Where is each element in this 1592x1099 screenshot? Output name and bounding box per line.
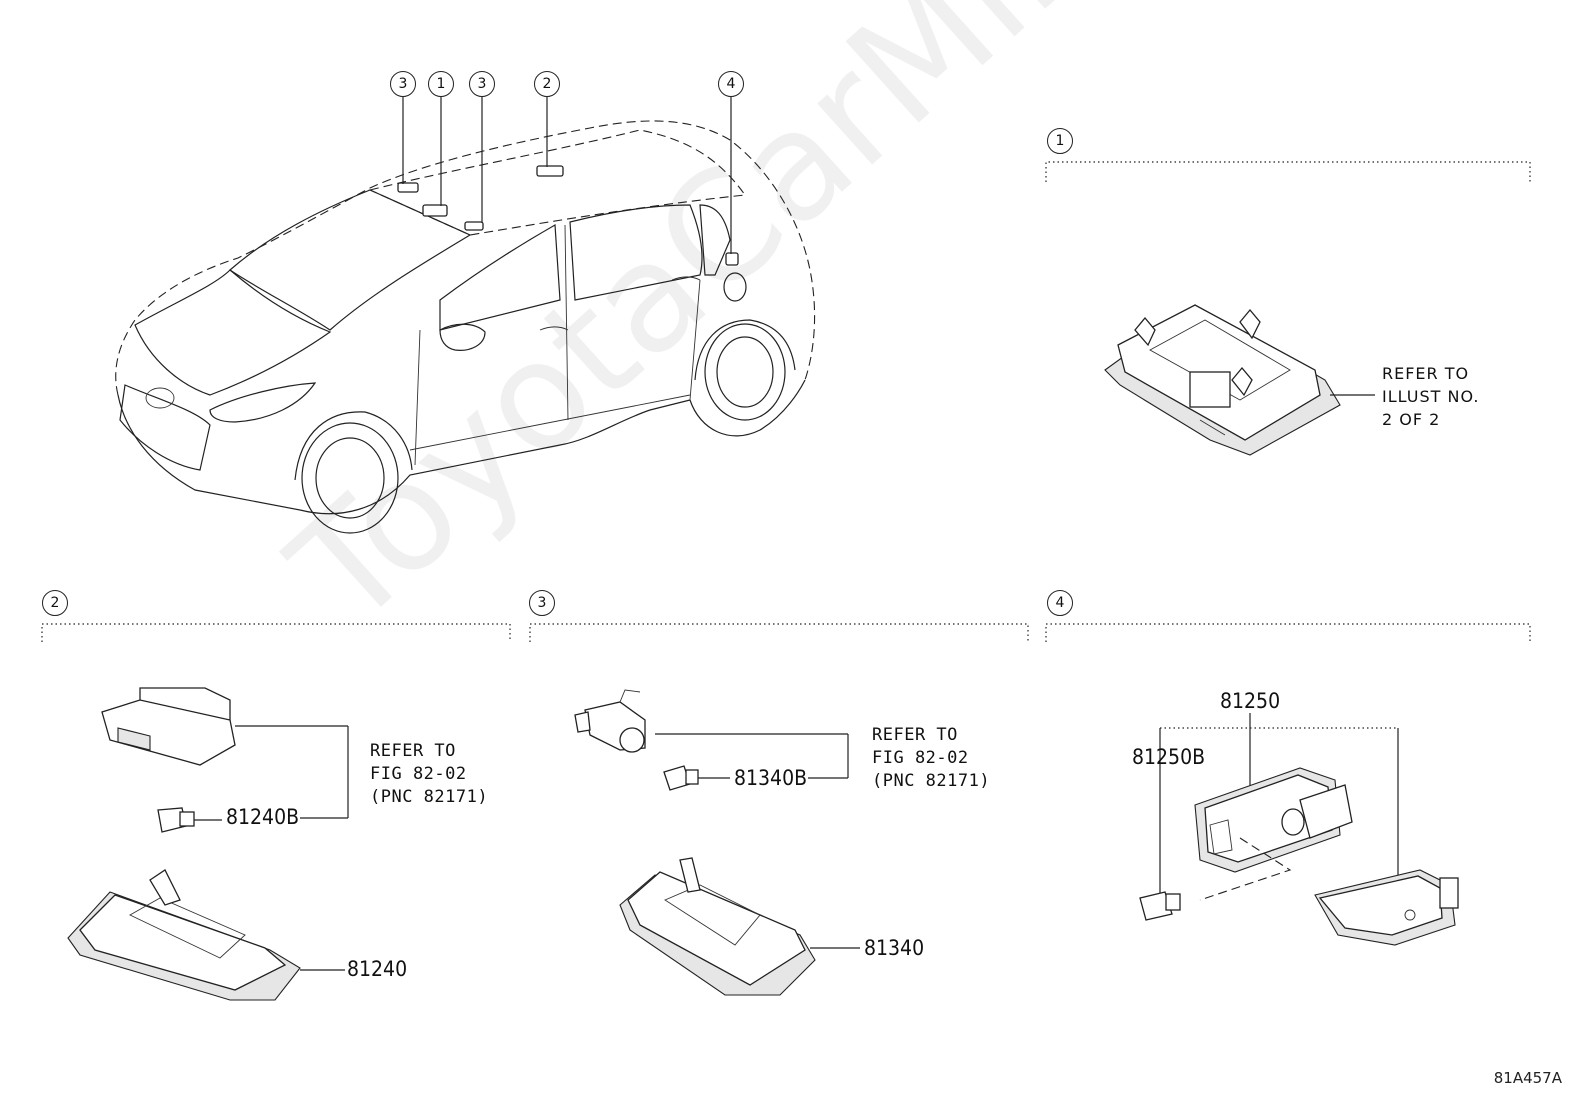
refer-line-2: FIG 82-02 [370, 764, 467, 784]
section-3-refer-text: REFER TO FIG 82-02 (PNC 82171) [872, 724, 990, 793]
callout-car-3b: 3 [469, 71, 495, 97]
callout-car-1: 1 [428, 71, 454, 97]
section-1-number: 1 [1047, 128, 1073, 154]
refer-line-1: REFER TO [1382, 364, 1470, 383]
refer-line-1: REFER TO [370, 741, 456, 761]
callout-car-2: 2 [534, 71, 560, 97]
refer-line-3: (PNC 82171) [872, 771, 991, 791]
refer-line-3: (PNC 82171) [370, 787, 489, 807]
lamp-81250-group [1139, 713, 1459, 946]
section-2-bracket [41, 623, 511, 642]
part-number-81340B: 81340B [734, 766, 808, 790]
part-number-81240: 81240 [347, 957, 408, 981]
section-4-number: 4 [1047, 590, 1073, 616]
section-2-number: 2 [42, 590, 68, 616]
illustration-code: 81A457A [1493, 1069, 1562, 1087]
section-4-bracket [1045, 623, 1531, 642]
lamp-81240-group [67, 687, 349, 1001]
part-number-81340: 81340 [864, 936, 925, 960]
lamp-81340-group [574, 689, 860, 996]
callout-car-4: 4 [718, 71, 744, 97]
section-1-bracket [1045, 161, 1531, 182]
section-2-refer-text: REFER TO FIG 82-02 (PNC 82171) [370, 740, 488, 809]
refer-line-3: 2 OF 2 [1382, 410, 1441, 429]
section-3-number: 3 [529, 590, 555, 616]
map-lamp-assembly [1104, 304, 1375, 456]
callout-car-3a: 3 [390, 71, 416, 97]
car-illustration [115, 96, 816, 534]
section-3-bracket [529, 623, 1029, 642]
refer-line-2: ILLUST NO. [1382, 387, 1480, 406]
part-number-81250: 81250 [1220, 689, 1281, 713]
refer-line-1: REFER TO [872, 725, 958, 745]
section-1-refer-text: REFER TO ILLUST NO. 2 OF 2 [1382, 362, 1479, 431]
part-number-81240B: 81240B [226, 805, 300, 829]
refer-line-2: FIG 82-02 [872, 748, 969, 768]
part-number-81250B: 81250B [1132, 745, 1206, 769]
